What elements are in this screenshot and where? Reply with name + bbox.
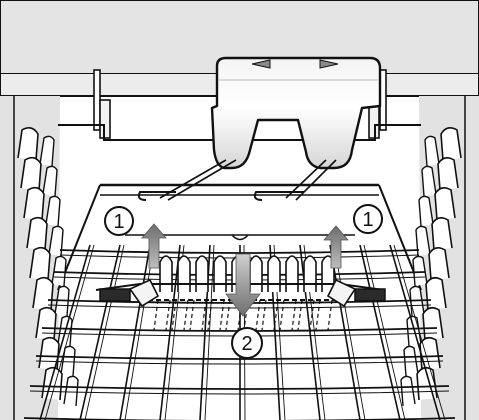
insert-tine-folded	[297, 299, 315, 331]
grid-wire	[159, 244, 181, 420]
fold-down-arrow	[225, 253, 261, 317]
tine	[421, 165, 437, 197]
tine	[48, 225, 64, 257]
callout-1-left: 1	[104, 206, 134, 236]
grid-wire	[79, 244, 121, 420]
tine	[63, 375, 79, 407]
grid-wire	[119, 244, 151, 420]
grid-wire	[393, 244, 446, 420]
tine	[431, 216, 453, 251]
insert-tine	[267, 255, 281, 292]
grid-wire	[363, 244, 406, 420]
insert-tine	[249, 255, 263, 292]
tine	[39, 135, 55, 167]
insert-tine	[177, 255, 191, 292]
grid-wire	[124, 244, 155, 420]
tine	[45, 195, 61, 227]
tine	[23, 186, 45, 221]
grid-wire	[44, 244, 95, 420]
left-latch-clip[interactable]	[99, 278, 160, 308]
tine	[434, 186, 456, 221]
grid-wire	[204, 244, 215, 420]
callout-1-left-label: 1	[113, 211, 124, 233]
insert-tine	[195, 255, 209, 292]
tine	[51, 255, 67, 287]
insert-tine-folded	[279, 299, 297, 331]
tine	[424, 135, 440, 167]
insert-tine-folded	[207, 299, 225, 331]
insert-tine-folded	[315, 299, 333, 331]
tine	[418, 195, 434, 227]
tine	[32, 276, 54, 311]
insert-tine-folded	[189, 299, 207, 331]
insert-tine-folded	[153, 299, 171, 331]
right-latch-clip[interactable]	[326, 278, 386, 308]
insert-tine	[285, 255, 299, 292]
grid-wire	[84, 244, 125, 420]
grid-wire	[39, 244, 91, 420]
tine	[26, 216, 48, 251]
support-rods	[93, 69, 387, 139]
tine	[35, 306, 57, 341]
tine	[415, 225, 431, 257]
insert-tine-folded	[243, 299, 261, 331]
tine	[17, 126, 39, 161]
tine	[29, 246, 51, 281]
basket-handle[interactable]	[137, 56, 382, 201]
tine	[20, 156, 42, 191]
lift-arrow-left	[141, 223, 167, 269]
tine	[412, 255, 428, 287]
right-tine-row	[400, 126, 462, 407]
grid-wire	[359, 244, 401, 420]
callout-2-label: 2	[241, 333, 252, 355]
insert-tine-folded	[261, 299, 279, 331]
insert-tine	[303, 255, 317, 292]
tine	[403, 345, 419, 377]
insert-tine-folded	[171, 299, 189, 331]
tine	[425, 276, 447, 311]
grid-wire	[329, 244, 361, 420]
insert-tine-folded	[225, 299, 243, 331]
callout-1-right-label: 1	[362, 209, 373, 231]
grid-wire	[389, 244, 441, 420]
insert-tine	[213, 255, 227, 292]
lift-arrow-right	[323, 225, 349, 269]
tine	[42, 165, 58, 197]
tine	[422, 306, 444, 341]
tine	[437, 156, 459, 191]
tine	[440, 126, 462, 161]
callout-2: 2	[231, 327, 263, 359]
callout-1-right: 1	[353, 204, 383, 234]
insert-tine	[159, 255, 173, 292]
tine	[400, 375, 416, 407]
tine	[428, 246, 450, 281]
grid-wire	[23, 417, 456, 420]
grid-wire	[333, 244, 366, 420]
tine	[419, 336, 441, 371]
